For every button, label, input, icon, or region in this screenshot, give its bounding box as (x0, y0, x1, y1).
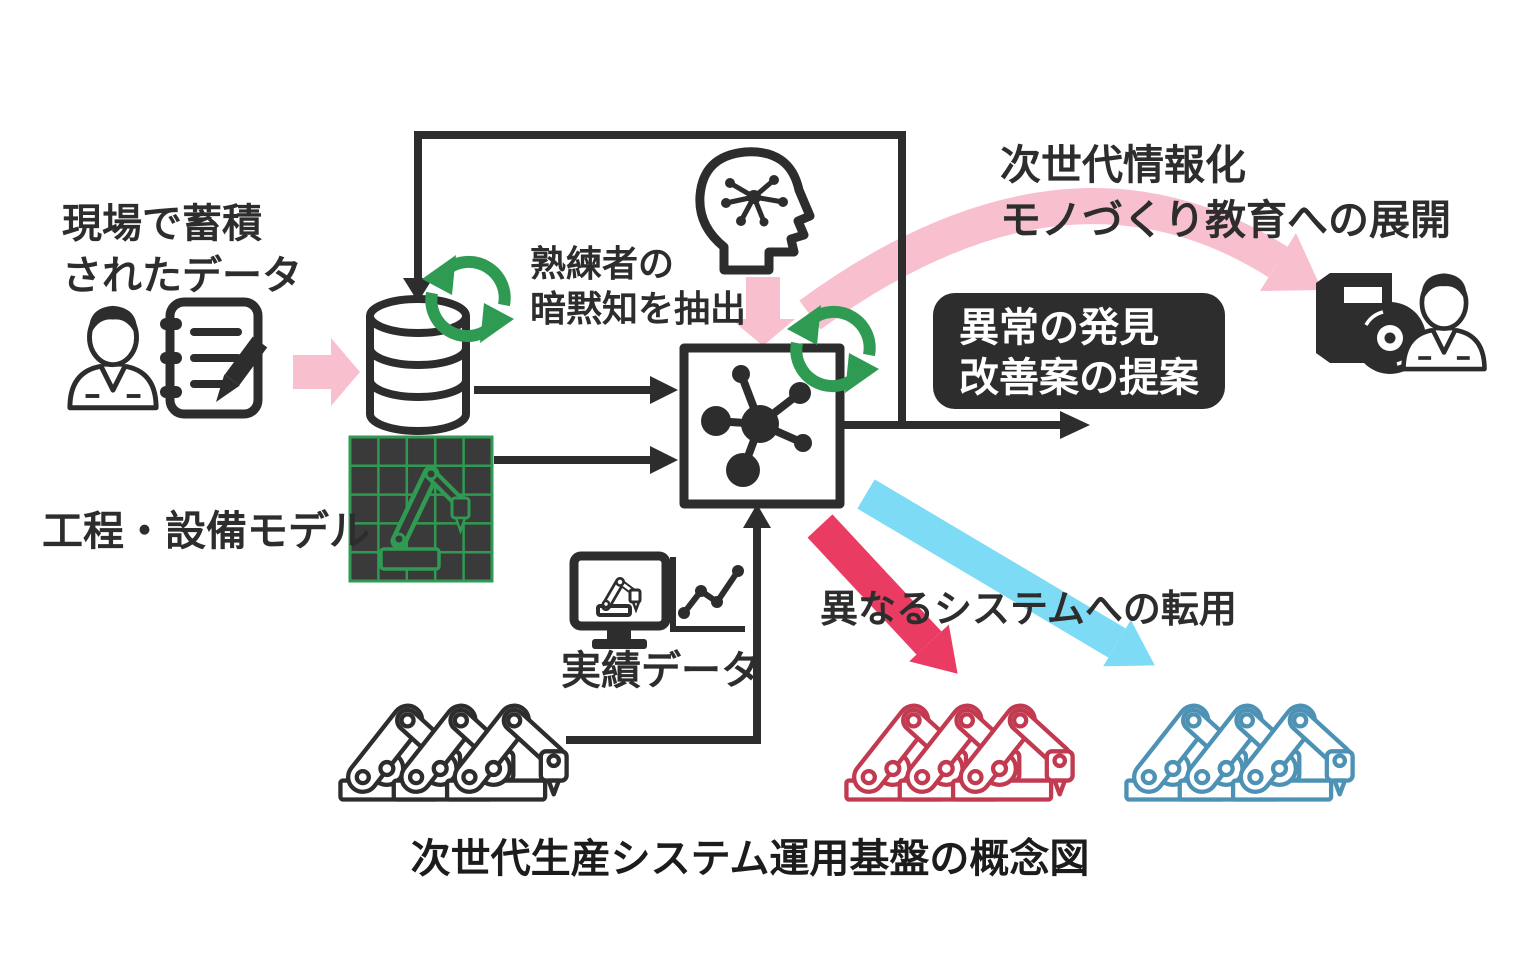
education-curve-arrow (799, 188, 1322, 330)
arrow-model-to-core (494, 446, 678, 474)
notepad-pencil-icon (160, 297, 268, 419)
monitor-robot-icon (569, 551, 671, 649)
process-model-label: 工程・設備モデル (42, 508, 370, 554)
anomaly-line1: 異常の発見 (959, 306, 1159, 350)
arrow-core-output (842, 411, 1090, 439)
arrow-db-to-core (474, 376, 678, 404)
nextgen-education-label: 次世代情報化 モノづくり教育への展開 (1000, 138, 1451, 248)
ai-core-box (679, 343, 845, 509)
feedback-loop-arrow (403, 131, 906, 421)
arrow-robots-to-core (566, 504, 771, 744)
expert-knowledge-label: 熟練者の 暗黙知を抽出 (530, 241, 746, 331)
line-chart-icon (670, 557, 745, 632)
database-icon (366, 295, 470, 435)
worker-icon (70, 306, 156, 408)
transfer-arrow-cyan (857, 479, 1155, 667)
transfer-arrow-red (807, 514, 958, 674)
nextgen-line1: 次世代情報化 (1000, 142, 1246, 188)
site-data-flow-arrow (293, 338, 360, 406)
robot-arms-red (846, 706, 1072, 800)
site-data-line2: されたデータ (62, 254, 302, 298)
anomaly-badge: 異常の発見 改善案の提案 (933, 293, 1225, 409)
robot-arms-blue (1126, 706, 1352, 800)
diagram-caption: 次世代生産システム運用基盤の概念図 (410, 836, 1090, 881)
robot-arms-black (340, 706, 566, 800)
head-brain-network-icon (695, 147, 815, 275)
knowledge-down-arrow (731, 277, 795, 346)
process-model-grid-icon (348, 435, 494, 583)
site-data-label: 現場で蓄積 されたデータ (62, 198, 302, 302)
site-data-line1: 現場で蓄積 (62, 202, 262, 246)
system-transfer-label: 異なるシステムへの転用 (820, 589, 1237, 631)
nextgen-line2: モノづくり教育への展開 (1000, 197, 1451, 243)
expert-line2: 暗黙知を抽出 (530, 288, 747, 329)
expert-line1: 熟練者の (530, 243, 675, 284)
anomaly-line2: 改善案の提案 (959, 356, 1199, 400)
actual-data-label: 実績データ (561, 649, 761, 693)
